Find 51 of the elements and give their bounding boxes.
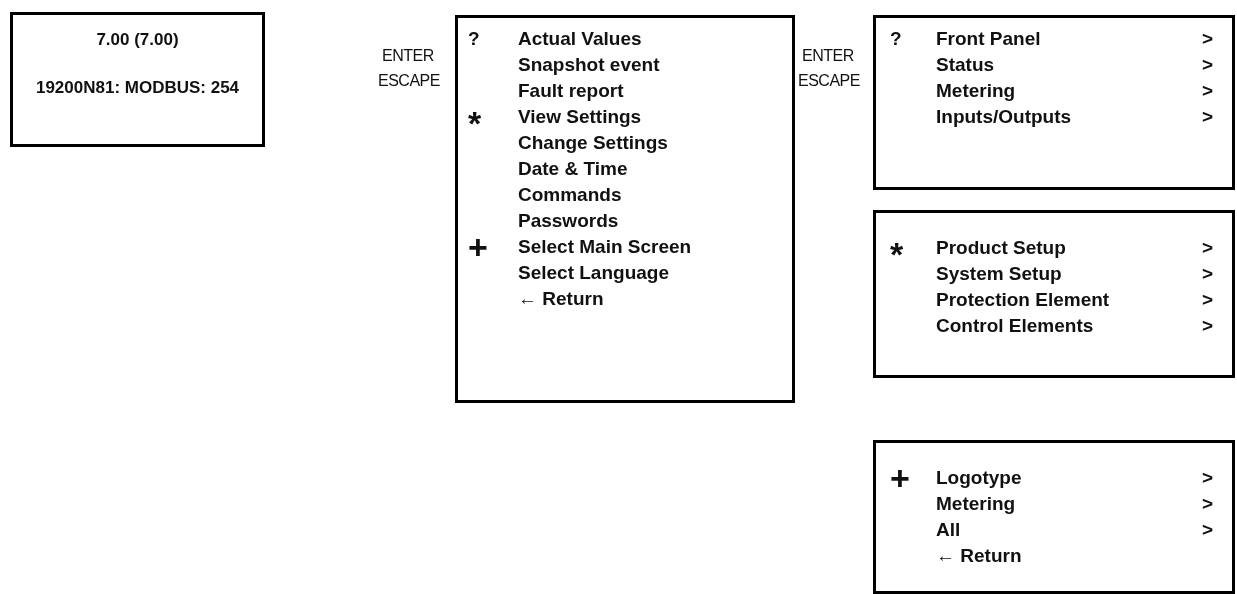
menu-screen-box — [873, 15, 1235, 190]
menu-item: Front Panel — [936, 28, 1041, 50]
menu-item: Control Elements — [936, 315, 1094, 337]
submenu-chevron: > — [1202, 263, 1214, 285]
menu-screen-box — [873, 210, 1235, 378]
key-label: ESCAPE — [378, 71, 440, 91]
menu-item: Metering — [936, 493, 1016, 515]
menu-item: Commands — [518, 184, 622, 206]
help-marker: ? — [468, 28, 480, 50]
plus-marker: + — [890, 467, 910, 489]
menu-item: All — [936, 519, 961, 541]
menu-item: Snapshot event — [518, 54, 660, 76]
help-marker: ? — [890, 28, 902, 50]
asterisk-marker: * — [890, 243, 904, 265]
menu-item: Select Language — [518, 262, 669, 284]
submenu-chevron: > — [1202, 28, 1214, 50]
submenu-chevron: > — [1202, 315, 1214, 337]
submenu-chevron: > — [1202, 106, 1214, 128]
submenu-chevron: > — [1202, 237, 1214, 259]
key-label: ENTER — [382, 46, 434, 66]
menu-item: Logotype — [936, 467, 1022, 489]
asterisk-marker: * — [468, 112, 482, 134]
submenu-chevron: > — [1202, 493, 1214, 515]
menu-item: Passwords — [518, 210, 619, 232]
menu-item: Change Settings — [518, 132, 668, 154]
menu-item: Fault report — [518, 80, 624, 102]
menu-item: Status — [936, 54, 995, 76]
menu-item: Product Setup — [936, 237, 1066, 259]
menu-item: ← Return — [936, 545, 1022, 567]
key-label: ENTER — [802, 46, 854, 66]
submenu-chevron: > — [1202, 54, 1214, 76]
menu-item: Select Main Screen — [518, 236, 692, 258]
menu-item: Date & Time — [518, 158, 628, 180]
menu-item: Metering — [936, 80, 1016, 102]
submenu-chevron: > — [1202, 289, 1214, 311]
submenu-chevron: > — [1202, 519, 1214, 541]
menu-item: Inputs/Outputs — [936, 106, 1072, 128]
submenu-chevron: > — [1202, 467, 1214, 489]
menu-screen-box — [873, 440, 1235, 594]
submenu-chevron: > — [1202, 80, 1214, 102]
screen-text: 7.00 (7.00) — [95, 29, 180, 51]
key-label: ESCAPE — [798, 71, 860, 91]
menu-screen-box — [10, 12, 265, 147]
menu-screen-box — [455, 15, 795, 403]
menu-item: Protection Element — [936, 289, 1110, 311]
menu-item: Actual Values — [518, 28, 642, 50]
menu-item: View Settings — [518, 106, 642, 128]
screen-text: 19200N81: MODBUS: 254 — [34, 77, 241, 99]
menu-item: System Setup — [936, 263, 1062, 285]
menu-item: ← Return — [518, 288, 604, 310]
plus-marker: + — [468, 236, 488, 258]
